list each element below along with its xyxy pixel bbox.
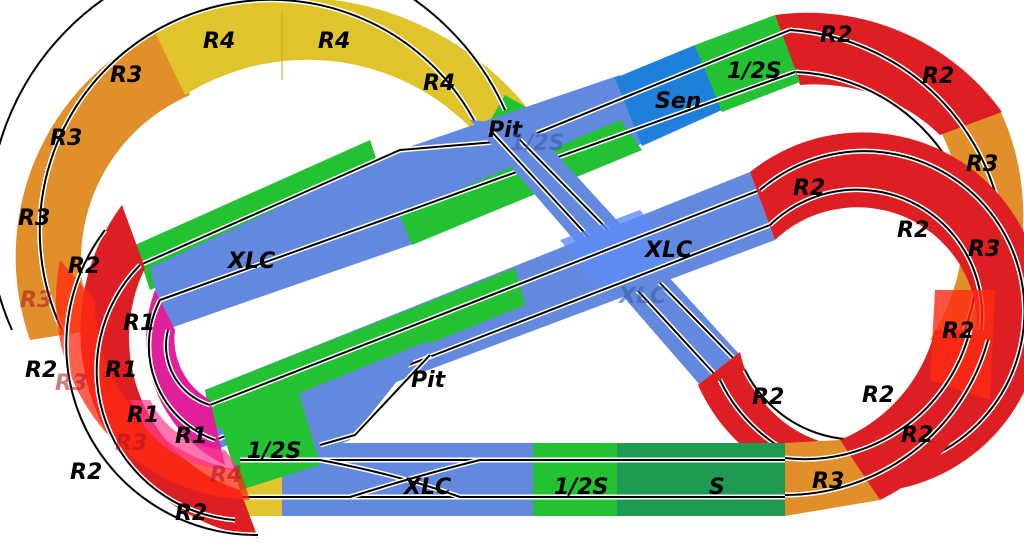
bottom-right-curve	[784, 290, 995, 516]
label-r1: R1	[105, 358, 137, 383]
label-r3: R3	[18, 206, 50, 231]
label-r2: R2	[793, 176, 825, 201]
track-piece-half-s	[533, 443, 618, 516]
label-r3-ghost: R3	[20, 288, 52, 313]
label-r3: R3	[968, 237, 1000, 262]
label-r4: R4	[318, 29, 350, 54]
left-inner-curves	[55, 205, 259, 538]
label-r1: R1	[123, 311, 155, 336]
label-pit: Pit	[411, 368, 447, 393]
track-labels: R4 R4 R4 R3 R3 R3 R3 R2 R2 R2 R2 R1 R1 R…	[18, 23, 1000, 526]
label-r2: R2	[897, 218, 929, 243]
label-r1: R1	[127, 403, 159, 428]
track-piece-r1-overlap	[130, 400, 240, 471]
label-half-s: 1/2S	[554, 475, 609, 500]
label-r1: R1	[175, 424, 207, 449]
label-pit: Pit	[488, 118, 524, 143]
label-r4: R4	[423, 71, 455, 96]
label-r3: R3	[110, 63, 142, 88]
label-s: S	[709, 475, 725, 500]
label-r2: R2	[922, 64, 954, 89]
track-piece-s	[617, 443, 785, 516]
label-r3-ghost: R3	[55, 371, 87, 396]
label-half-s: 1/2S	[727, 59, 782, 84]
label-r2: R2	[942, 319, 974, 344]
track-piece-pit	[295, 340, 430, 460]
label-r2: R2	[68, 254, 100, 279]
label-xlc-lower: XLC	[617, 284, 666, 309]
label-xlc: XLC	[643, 238, 692, 263]
label-r3-ghost: R3	[115, 431, 147, 456]
label-r2: R2	[175, 501, 207, 526]
label-r3: R3	[812, 469, 844, 494]
label-half-s-ghost: 1/2S	[510, 131, 565, 156]
label-xlc: XLC	[402, 475, 451, 500]
track-piece-r3	[15, 30, 190, 340]
outer-left-loop	[0, 0, 528, 340]
label-xlc: XLC	[226, 249, 275, 274]
label-r4: R4	[203, 29, 235, 54]
label-r4-ghost: R4	[210, 463, 242, 488]
label-r3: R3	[966, 152, 998, 177]
label-r2: R2	[25, 358, 57, 383]
label-r3: R3	[50, 126, 82, 151]
track-piece-r4	[155, 0, 525, 150]
label-sen: Sen	[655, 89, 701, 114]
label-half-s: 1/2S	[247, 439, 302, 464]
label-r2: R2	[820, 23, 852, 48]
label-r2: R2	[70, 460, 102, 485]
label-r2: R2	[901, 423, 933, 448]
label-r2: R2	[752, 385, 784, 410]
label-r2: R2	[862, 383, 894, 408]
bottom-straight	[215, 340, 785, 516]
